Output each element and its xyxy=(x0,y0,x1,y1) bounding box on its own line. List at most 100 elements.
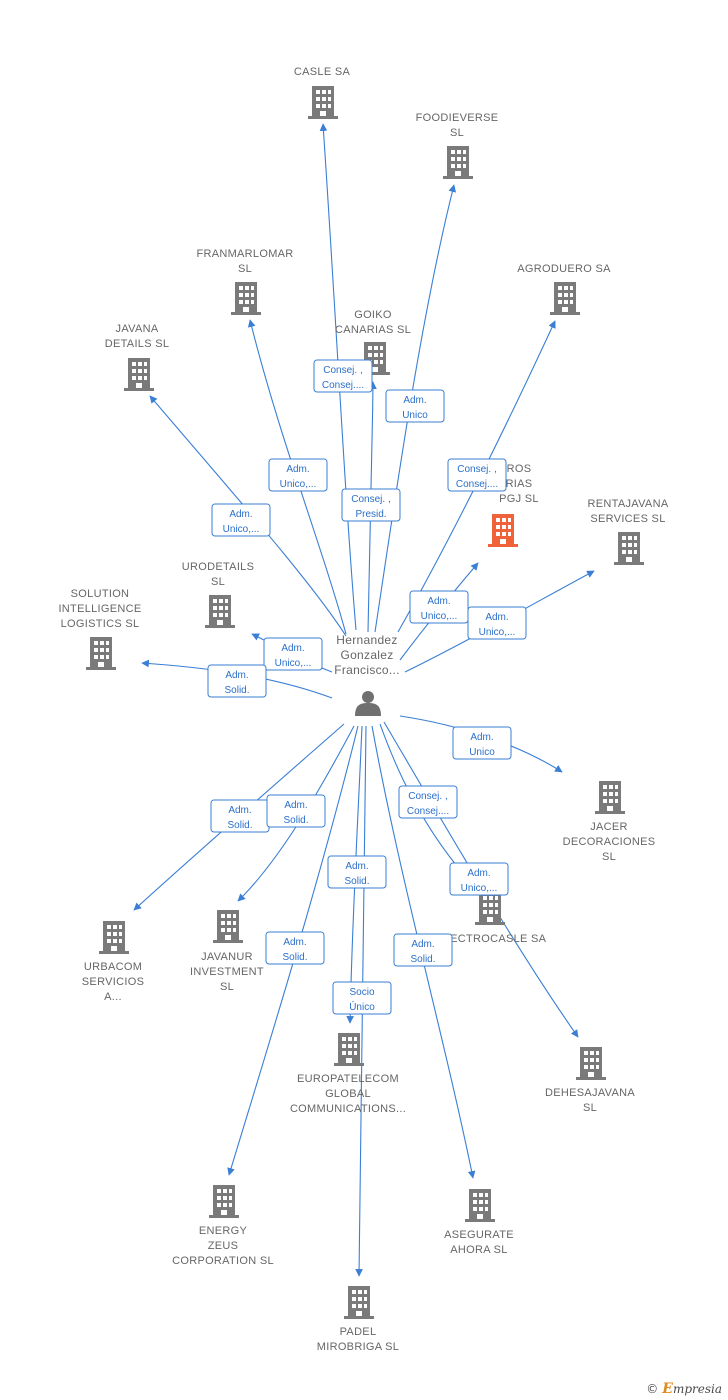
company-label-line: GOIKO xyxy=(354,309,392,321)
relation-label-line: Socio xyxy=(349,987,374,998)
relation-label-line: Solid. xyxy=(344,876,369,887)
relation-label-line: Consej. , xyxy=(457,464,496,475)
company-node-asegurate[interactable]: ASEGURATE AHORA SL xyxy=(444,1189,514,1256)
company-label-line: FOODIEVERSE xyxy=(416,112,499,124)
company-label-line: RENTAJAVANA xyxy=(588,498,669,510)
company-label-line: ENERGY xyxy=(199,1225,248,1237)
relation-label-goiko[interactable]: Consej. ,Presid. xyxy=(341,488,401,522)
relation-label-line: Solid. xyxy=(283,815,308,826)
relation-label-line: Adm. xyxy=(467,868,490,879)
person-icon xyxy=(355,691,381,716)
company-label-line: SL xyxy=(450,127,464,139)
company-label-line: COMMUNICATIONS... xyxy=(290,1103,406,1115)
relation-label-line: Adm. xyxy=(284,800,307,811)
company-node-agroduero[interactable]: AGRODUERO SA xyxy=(517,263,611,315)
relation-label-line: Adm. xyxy=(283,937,306,948)
company-label-line: ZEUS xyxy=(208,1240,239,1252)
building-icon xyxy=(475,892,505,925)
relation-label-asegurate[interactable]: Adm.Solid. xyxy=(393,933,453,967)
company-label-line: A... xyxy=(104,991,122,1003)
company-label-line: SL xyxy=(602,851,616,863)
company-label-line: INVESTMENT xyxy=(190,966,264,978)
building-icon xyxy=(308,86,338,119)
relation-label-europatelecom[interactable]: Adm. Solid. xyxy=(327,855,387,889)
relation-label-pgj[interactable]: Adm.Unico,... xyxy=(409,590,469,624)
person-node[interactable]: HernandezGonzalezFrancisco... xyxy=(334,633,400,716)
relation-label-line: Consej. , xyxy=(323,365,362,376)
edge-casle xyxy=(319,123,357,631)
company-node-casle[interactable]: CASLE SA xyxy=(294,66,351,119)
company-node-urbacom[interactable]: URBACOMSERVICIOSA... xyxy=(82,921,144,1003)
relation-label-line: Adm. xyxy=(345,861,368,872)
relation-label-javana[interactable]: Adm.Unico,... xyxy=(211,503,271,537)
company-label-line: JAVANUR xyxy=(201,951,253,963)
building-icon xyxy=(344,1286,374,1319)
relation-label-energy[interactable]: Adm.Solid. xyxy=(265,931,325,965)
relation-label-urbacom[interactable]: Adm.Solid. xyxy=(210,799,270,833)
building-icon xyxy=(86,637,116,670)
relation-label-line: Solid. xyxy=(224,685,249,696)
company-label-line: SERVICES SL xyxy=(590,513,665,525)
relation-label-line: Adm. xyxy=(470,732,493,743)
company-label-line: SL xyxy=(220,981,234,993)
relation-label-line: Unico,... xyxy=(421,611,458,622)
relation-label-line: Unico xyxy=(469,747,495,758)
company-node-foodieverse[interactable]: FOODIEVERSE SL xyxy=(416,112,499,179)
relation-label-solution[interactable]: Adm. Solid. xyxy=(207,664,267,698)
company-label-line: INTELLIGENCE xyxy=(58,603,141,615)
company-node-europatelecom[interactable]: EUROPATELECOMGLOBALCOMMUNICATIONS... xyxy=(290,1033,406,1115)
company-label-line: ASEGURATE xyxy=(444,1229,514,1241)
relation-label-line: Adm. xyxy=(485,612,508,623)
company-node-electrocasle[interactable]: LECTROCASLE SA xyxy=(444,892,547,945)
building-icon xyxy=(443,146,473,179)
relation-label-line: Unico,... xyxy=(461,883,498,894)
company-label-line: MIROBRIGA SL xyxy=(317,1341,399,1353)
edge-labels-layer: Consej. ,Consej....Adm.UnicoAdm.Unico,..… xyxy=(207,359,527,1015)
building-icon xyxy=(99,921,129,954)
person-name-line: Gonzalez xyxy=(340,648,393,662)
company-label-line: AHORA SL xyxy=(450,1244,507,1256)
company-node-rentajavana[interactable]: RENTAJAVANA SERVICES SL xyxy=(588,498,669,565)
relation-label-line: Consej.... xyxy=(407,806,449,817)
company-label-line: JACER xyxy=(590,821,628,833)
relation-label-line: Adm. xyxy=(225,670,248,681)
company-node-javanur[interactable]: JAVANUR INVESTMENT SL xyxy=(190,910,264,993)
relation-label-foodieverse[interactable]: Adm.Unico xyxy=(385,389,445,423)
copyright-footer: ©Empresia xyxy=(646,1381,722,1397)
company-label-line: CANARIAS SL xyxy=(335,324,411,336)
relation-label-franmarlomar[interactable]: Adm.Unico,... xyxy=(268,458,328,492)
company-node-goiko[interactable]: GOIKO CANARIAS SL xyxy=(335,309,411,375)
building-icon xyxy=(488,514,518,547)
relation-label-dehesajavana[interactable]: Adm. Unico,... xyxy=(449,862,509,896)
relation-label-line: Solid. xyxy=(227,820,252,831)
relation-label-rentajavana[interactable]: Adm.Unico,... xyxy=(467,606,527,640)
company-label-line: URODETAILS xyxy=(182,561,254,573)
relation-label-jacer[interactable]: Adm. Unico xyxy=(452,726,512,760)
building-icon xyxy=(209,1185,239,1218)
company-label-line: URBACOM xyxy=(84,961,142,973)
person-name-line: Hernandez xyxy=(336,633,397,647)
company-label-line: SOLUTION xyxy=(71,588,130,600)
relation-label-electrocasle[interactable]: Consej. , Consej.... xyxy=(398,785,458,819)
company-label-line: LECTROCASLE SA xyxy=(444,933,547,945)
company-node-padel[interactable]: PADEL MIROBRIGA SL xyxy=(317,1286,399,1353)
relation-label-line: Consej.... xyxy=(456,479,498,490)
company-label-line: PADEL xyxy=(340,1326,377,1338)
relation-label-urodetails[interactable]: Adm.Unico,... xyxy=(263,637,323,671)
copyright-symbol: © xyxy=(646,1382,659,1396)
relation-label-agroduero[interactable]: Consej. , Consej.... xyxy=(447,458,507,492)
relation-label-line: Consej. , xyxy=(408,791,447,802)
relation-label-casle[interactable]: Consej. ,Consej.... xyxy=(313,359,373,393)
relation-label-javanur[interactable]: Adm. Solid. xyxy=(266,794,326,828)
